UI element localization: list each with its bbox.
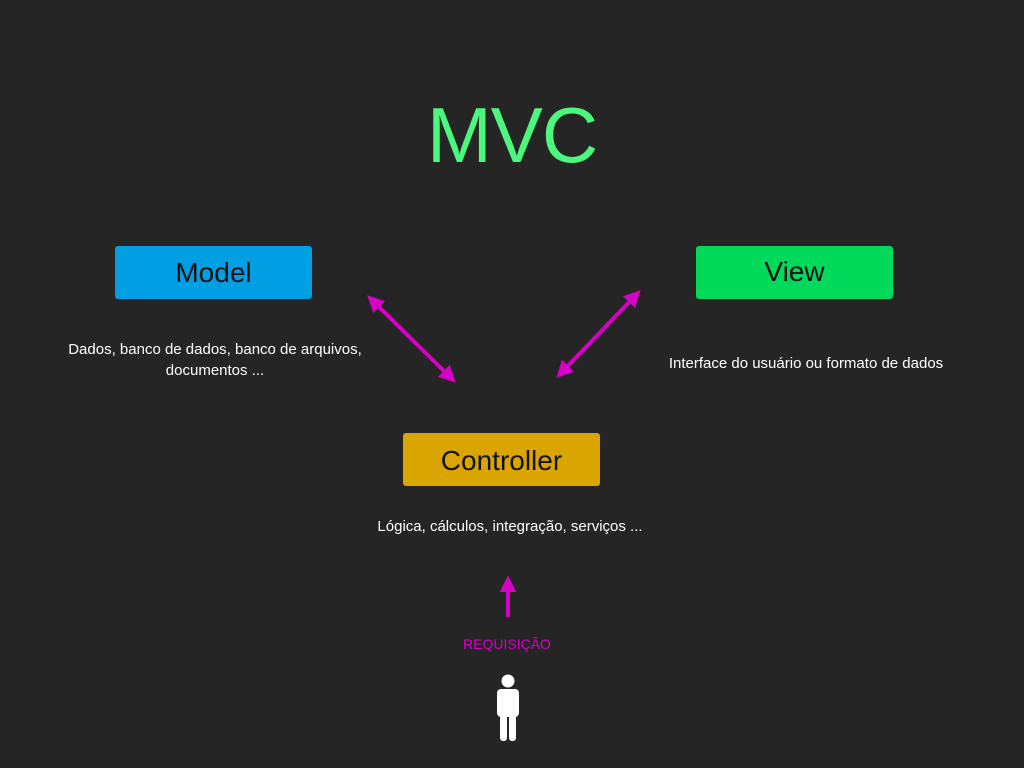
view-node: View bbox=[696, 246, 893, 299]
slide-title: MVC bbox=[426, 91, 598, 179]
model-description-line-1: Dados, banco de dados, banco de arquivos… bbox=[68, 341, 362, 358]
view-label: View bbox=[764, 256, 825, 287]
view-description: Interface do usuário ou formato de dados bbox=[668, 355, 944, 372]
controller-description: Lógica, cálculos, integração, serviços .… bbox=[377, 518, 643, 535]
controller-label: Controller bbox=[440, 445, 563, 476]
model-description: Dados, banco de dados, banco de arquivos… bbox=[45, 339, 385, 381]
model-node: Model bbox=[115, 246, 312, 299]
user-icon bbox=[497, 674, 519, 741]
model-controller-arrow bbox=[367, 295, 456, 383]
model-label: Model bbox=[175, 257, 252, 288]
view-controller-arrow bbox=[556, 290, 641, 378]
request-label: REQUISIÇÃO bbox=[463, 636, 551, 652]
model-description-line-2: documentos ... bbox=[165, 362, 265, 379]
controller-node: Controller bbox=[403, 433, 600, 486]
